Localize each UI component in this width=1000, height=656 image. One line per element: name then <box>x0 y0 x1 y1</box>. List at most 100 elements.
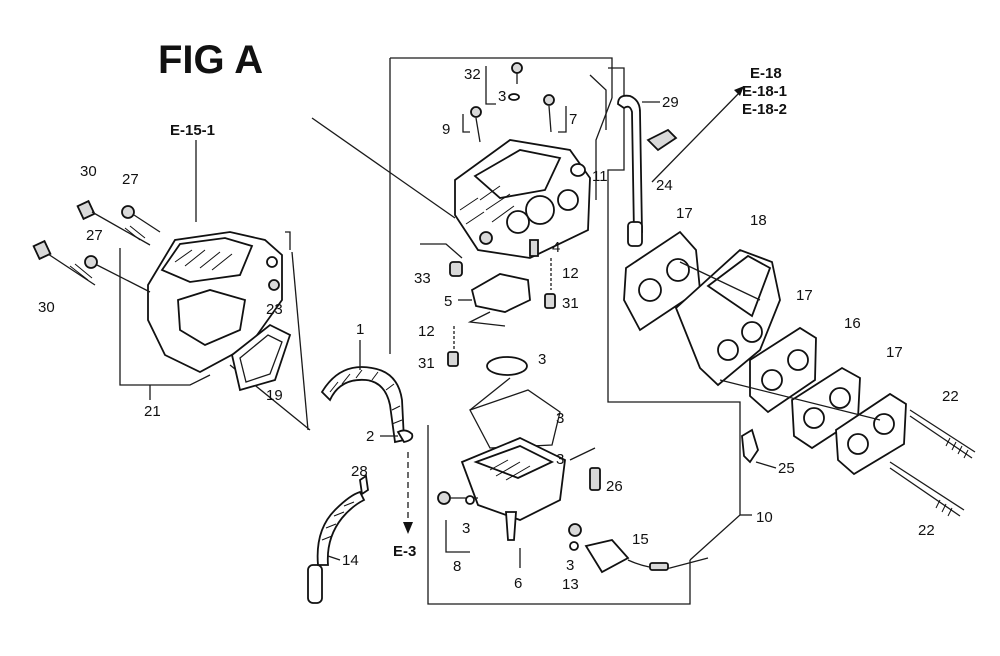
label-27-upper: 27 <box>122 171 139 188</box>
label-31-left: 31 <box>418 355 435 372</box>
label-4: 4 <box>552 239 560 256</box>
carb-bore-2 <box>506 210 530 234</box>
projection-line <box>719 379 881 421</box>
label-32: 32 <box>464 66 481 83</box>
label-8: 8 <box>453 558 461 575</box>
ref-e18-2: E-18-2 <box>742 101 787 118</box>
part-31-right <box>544 293 556 309</box>
label-2: 2 <box>366 428 374 445</box>
label-28: 28 <box>351 463 368 480</box>
label-25: 25 <box>778 460 795 477</box>
hose-1-texture <box>329 369 403 425</box>
carb-detail <box>459 185 515 225</box>
wire-connector <box>649 562 669 571</box>
frame-line-bowl <box>427 425 691 605</box>
label-22-upper: 22 <box>942 388 959 405</box>
gasket-19-inner <box>239 334 283 383</box>
label-31-right: 31 <box>562 295 579 312</box>
carb-screw <box>479 231 493 245</box>
leader-3 <box>569 447 596 461</box>
clip-25 <box>741 428 759 464</box>
label-22-lower: 22 <box>918 522 935 539</box>
label-27-lower: 27 <box>86 227 103 244</box>
label-10: 10 <box>756 509 773 526</box>
base-boss <box>266 256 278 268</box>
label-13: 13 <box>562 576 579 593</box>
label-23: 23 <box>266 301 283 318</box>
insulator-18-hole <box>717 339 739 361</box>
bolt-7-shank <box>548 105 552 133</box>
part-24 <box>646 128 678 152</box>
bolt-9-head <box>470 106 482 118</box>
label-3-bowl: 3 <box>556 451 564 468</box>
carb-bore-3 <box>557 189 579 211</box>
label-14: 14 <box>342 552 359 569</box>
part-31-left <box>447 351 459 367</box>
gasket-17-c-hole <box>847 433 869 455</box>
drain-6 <box>505 511 517 541</box>
gasket-3 <box>469 389 561 449</box>
clip-28 <box>359 474 369 496</box>
part-33 <box>449 261 463 277</box>
frame-line <box>595 97 613 200</box>
bracket-7 <box>558 106 567 133</box>
bowl-detail <box>489 459 531 481</box>
stud-22-upper <box>909 409 976 459</box>
label-30-lower: 30 <box>38 299 55 316</box>
carburetor-frame <box>389 57 752 605</box>
label-30-upper: 30 <box>80 163 97 180</box>
label-29: 29 <box>662 94 679 111</box>
label-17-a: 17 <box>676 205 693 222</box>
part-11 <box>570 163 586 177</box>
washer-3b <box>465 495 475 505</box>
bolt-9-shank <box>475 117 481 143</box>
label-1: 1 <box>356 321 364 338</box>
gasket-17-a-hole <box>638 278 662 302</box>
washer-13 <box>568 523 582 537</box>
gasket-17-a-hole <box>666 258 690 282</box>
float-bowl-group <box>437 356 709 574</box>
base-opening <box>177 289 247 347</box>
lever-5-rod <box>467 311 506 327</box>
right-group <box>617 86 976 517</box>
screw-32-head <box>511 62 523 74</box>
frame-line <box>390 57 613 98</box>
spacer-16-hole <box>829 387 851 409</box>
float-bowl-top <box>473 445 555 479</box>
label-12-left: 12 <box>418 323 435 340</box>
bolt-30-lower <box>32 239 96 286</box>
label-5: 5 <box>444 293 452 310</box>
ref-e3: E-3 <box>393 543 416 560</box>
lever-5 <box>470 273 531 313</box>
leader-27 <box>96 264 151 293</box>
leader-27 <box>133 214 161 233</box>
label-24: 24 <box>656 177 673 194</box>
stud-22-lower <box>889 461 965 517</box>
carb-bore-1 <box>525 195 555 225</box>
bracket-9 <box>462 114 470 133</box>
bolt-8-head <box>437 491 451 505</box>
washer-3c <box>569 541 579 551</box>
label-9: 9 <box>442 121 450 138</box>
arrow-e18 <box>734 86 744 96</box>
gasket-17-b-hole <box>787 349 809 371</box>
label-3-washer: 3 <box>566 557 574 574</box>
bracket-33 <box>420 243 463 259</box>
frame-line-10 <box>607 67 741 561</box>
insulator-18-hole <box>741 321 763 343</box>
label-3-drain: 3 <box>462 520 470 537</box>
bracket-8 <box>445 520 470 553</box>
leader-3 <box>469 377 511 411</box>
tube-29 <box>617 94 643 236</box>
leader-25 <box>755 461 777 469</box>
arrow-e3 <box>403 522 413 534</box>
o-ring-3 <box>486 356 528 376</box>
label-11: 11 <box>592 168 608 185</box>
leader-14 <box>327 555 341 561</box>
label-19: 19 <box>266 387 283 404</box>
gasket-17-c-hole <box>873 413 895 435</box>
ref-e18: E-18 <box>750 65 782 82</box>
figure-title: FIG A <box>158 38 263 82</box>
base-intake-top <box>160 237 254 283</box>
